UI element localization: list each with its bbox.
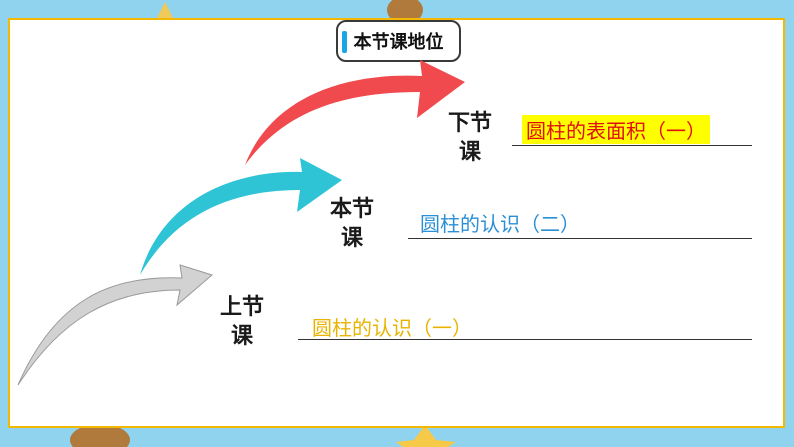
title-accent-bar [342,31,347,53]
previous-lesson-label: 上节课 [219,295,264,349]
next-lesson-underline [512,145,752,146]
section-title: 本节课地位 [353,32,444,53]
arrow-next-lesson [245,60,465,165]
arrow-previous-lesson [17,264,214,386]
previous-lesson-name: 圆柱的认识（一） [312,316,472,340]
section-title-box: 本节课地位 [336,20,461,62]
current-lesson-label: 本节课 [329,197,374,251]
next-lesson-label: 下节课 [447,111,492,165]
next-lesson-name: 圆柱的表面积（一） [522,115,710,144]
current-lesson-underline [408,238,752,239]
current-lesson-name: 圆柱的认识（二） [420,212,580,236]
previous-lesson-underline [298,339,752,340]
arrow-current-lesson [140,158,342,275]
